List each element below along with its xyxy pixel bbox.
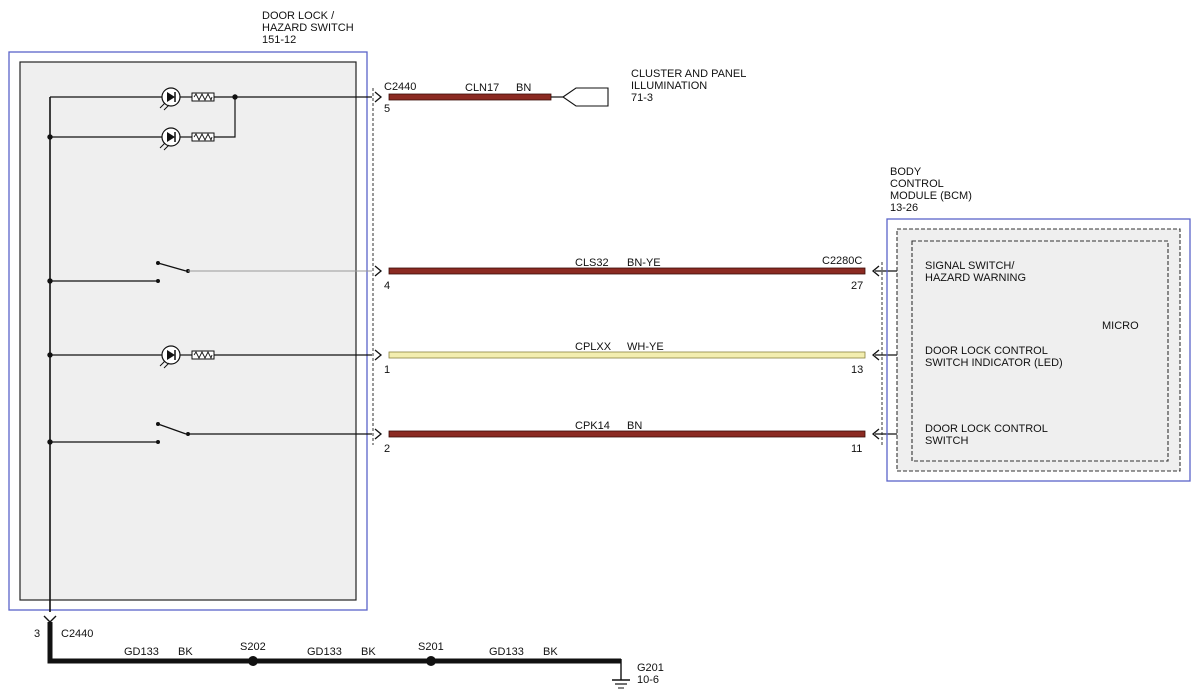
wire-cpk14-color: BN [627, 420, 642, 432]
switch-ref: 151-12 [262, 34, 296, 46]
splice-s202-dot [248, 656, 258, 666]
bcm-input-3-line2: SWITCH [925, 435, 968, 447]
bcm-micro-outline [911, 240, 1169, 462]
resistor-2-icon [191, 132, 215, 142]
splice-s201-label: S201 [418, 641, 444, 653]
wire-cln17-pin-left: 5 [384, 103, 390, 115]
hazard-switch-icon [157, 262, 187, 272]
bcm-connector-label: C2280C [822, 255, 862, 267]
connector-top-label: C2440 [384, 81, 416, 93]
bcm-micro-label: MICRO [1102, 320, 1139, 332]
bcm-line1: BODY [890, 166, 922, 178]
ground-seg-1-color: BK [178, 646, 193, 658]
ground-seg-3-circuit: GD133 [489, 646, 524, 658]
bcm-input-1-line2: HAZARD WARNING [925, 272, 1026, 284]
switch-module-inner [19, 61, 357, 601]
wire-cls32-pin-right: 27 [851, 280, 863, 292]
wire-cpk14-pin-right: 11 [851, 443, 862, 455]
ground-seg-2-color: BK [361, 646, 376, 658]
ground-connector-label: C2440 [61, 628, 93, 640]
wire-cls32-color: BN-YE [627, 257, 661, 269]
wire-cpk14 [388, 430, 866, 438]
wire-cln17-circuit: CLN17 [465, 82, 499, 94]
wire-cls32 [388, 267, 866, 275]
door-lock-switch-icon [157, 423, 187, 435]
bcm-input-1-line1: SIGNAL SWITCH/ [925, 260, 1015, 272]
bcm-module-outer [886, 218, 1191, 482]
wire-cln17 [388, 93, 552, 101]
ground-seg-3-color: BK [543, 646, 558, 658]
wire-cplxx-circuit: CPLXX [575, 341, 612, 353]
cluster-connector-icon [562, 87, 609, 107]
wire-cpk14-circuit: CPK14 [575, 420, 610, 432]
wire-cpk14-pin-left: 2 [384, 443, 390, 455]
wire-cls32-pin-left: 4 [384, 280, 390, 292]
ground-ref: 10-6 [637, 674, 659, 686]
ground-pin: 3 [34, 628, 40, 640]
ground-connector-arrow [43, 615, 57, 623]
bcm-input-2-line1: DOOR LOCK CONTROL [925, 345, 1048, 357]
splice-s202-label: S202 [240, 641, 266, 653]
bcm-ref: 13-26 [890, 202, 918, 214]
ground-seg-2-circuit: GD133 [307, 646, 342, 658]
switch-module-outer [8, 51, 368, 611]
wire-cplxx-pin-right: 13 [851, 364, 863, 376]
cluster-ref: 71-3 [631, 92, 653, 104]
bcm-input-3-line1: DOOR LOCK CONTROL [925, 423, 1048, 435]
ground-id: G201 [637, 662, 664, 674]
wire-cplxx [388, 351, 866, 359]
bcm-module-inner [896, 228, 1181, 472]
switch-title-line2: HAZARD SWITCH [262, 22, 354, 34]
ground-symbol-icon [612, 679, 630, 689]
wire-cplxx-color: WH-YE [627, 341, 664, 353]
resistor-3-icon [191, 350, 215, 360]
bcm-line2: CONTROL [890, 178, 944, 190]
cluster-line1: CLUSTER AND PANEL [631, 68, 746, 80]
bcm-input-2-line2: SWITCH INDICATOR (LED) [925, 357, 1063, 369]
ground-seg-1-circuit: GD133 [124, 646, 159, 658]
bcm-line3: MODULE (BCM) [890, 190, 972, 202]
wire-cplxx-pin-left: 1 [384, 364, 390, 376]
resistor-1-icon [191, 92, 215, 102]
switch-title-line1: DOOR LOCK / [262, 10, 335, 22]
splice-s201-dot [426, 656, 436, 666]
wire-cls32-circuit: CLS32 [575, 257, 609, 269]
cluster-line2: ILLUMINATION [631, 80, 707, 92]
wire-cln17-color: BN [516, 82, 531, 94]
